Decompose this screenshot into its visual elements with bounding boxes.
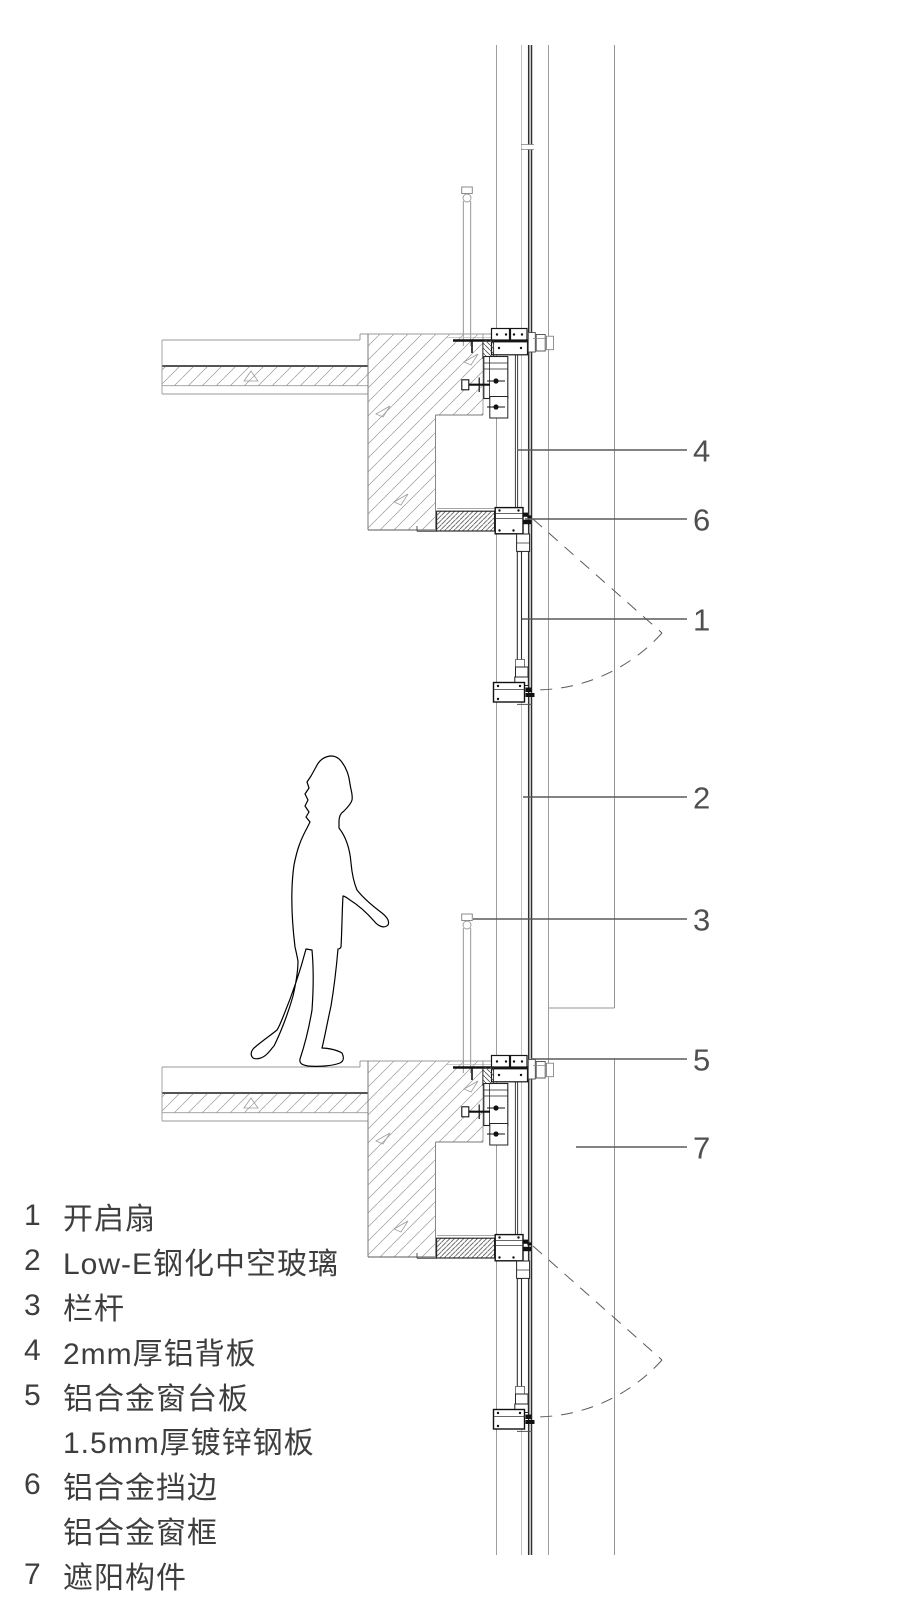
legend-item-text: 铝合金窗台板	[63, 1382, 249, 1416]
legend-item-text: 铝合金窗框	[63, 1516, 218, 1550]
shading-fin-lines	[548, 45, 615, 1555]
legend-item-number: 3	[24, 1288, 41, 1322]
legend-item-number: 2	[24, 1244, 41, 1278]
legend-item-text: 开启扇	[63, 1203, 156, 1237]
callout-label-1: 1	[693, 603, 710, 638]
callout-label-5: 5	[693, 1043, 710, 1078]
legend-row-6: 1.5mm厚镀锌钢板	[24, 1418, 339, 1463]
callout-label-6: 6	[693, 503, 710, 538]
legend-item-text: 铝合金挡边	[63, 1472, 218, 1506]
legend-row-1: 1 开启扇	[24, 1194, 339, 1239]
callout-label-2: 2	[693, 781, 710, 816]
legend-row-4: 4 2mm厚铝背板	[24, 1328, 339, 1373]
legend-item-text: Low-E钢化中空玻璃	[63, 1248, 340, 1282]
legend-item-number: 4	[24, 1333, 41, 1367]
callouts: 4 6 1 2 3 5 7	[473, 434, 710, 1166]
walking-person-figure	[250, 755, 390, 1067]
legend-row-2: 2 Low-E钢化中空玻璃	[24, 1239, 339, 1284]
legend-item-text: 2mm厚铝背板	[63, 1337, 257, 1371]
legend-item-number: 7	[24, 1557, 41, 1591]
legend: 1 开启扇 2 Low-E钢化中空玻璃 3 栏杆 4 2mm厚铝背板 5 铝合金窗台板 1.5mm厚…	[24, 1194, 339, 1597]
legend-row-9: 7 遮阳构件	[24, 1552, 339, 1597]
legend-row-5: 5 铝合金窗台板	[24, 1373, 339, 1418]
legend-item-number: 1	[24, 1199, 41, 1233]
callout-label-4: 4	[693, 434, 710, 469]
legend-item-text: 栏杆	[63, 1292, 125, 1326]
curtain-wall-vertical-lines	[496, 45, 549, 1555]
callout-label-7: 7	[693, 1131, 710, 1166]
callout-label-3: 3	[693, 903, 710, 938]
legend-item-number: 6	[24, 1468, 41, 1502]
legend-item-text: 1.5mm厚镀锌钢板	[63, 1427, 315, 1461]
legend-item-number: 5	[24, 1378, 41, 1412]
legend-row-3: 3 栏杆	[24, 1284, 339, 1329]
floor-detail-upper	[160, 185, 664, 706]
legend-row-8: 铝合金窗框	[24, 1508, 339, 1553]
legend-row-7: 6 铝合金挡边	[24, 1463, 339, 1508]
legend-item-text: 遮阳构件	[63, 1561, 187, 1595]
